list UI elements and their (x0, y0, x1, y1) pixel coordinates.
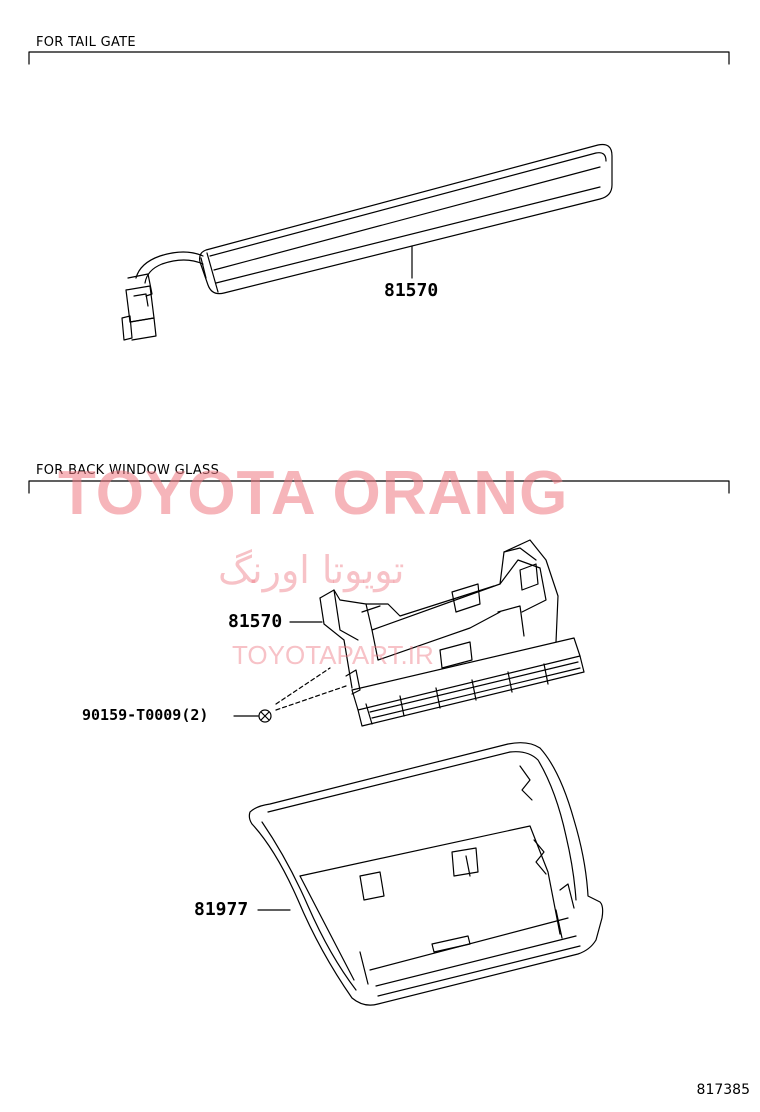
part-number-81570-back-window: 81570 (228, 611, 283, 632)
diagram-reference-number: 817385 (696, 1082, 750, 1098)
section-label-tail-gate: FOR TAIL GATE (36, 35, 136, 50)
watermark-url: TOYOTAPART.IR (232, 640, 434, 670)
part-number-81977: 81977 (194, 899, 249, 920)
lamp-connector (121, 273, 157, 341)
lamp-lens-strip (351, 637, 585, 727)
lamp-cover (248, 742, 604, 1006)
screw-installation-dashed-line (275, 667, 347, 711)
part-number-90159: 90159-T0009(2) (82, 706, 209, 724)
watermark-logo-text: TOYOTA ORANG (58, 459, 569, 528)
lamp-wire-harness (135, 251, 204, 284)
part-number-81570-tail-gate: 81570 (384, 280, 439, 301)
section-label-back-window-glass: FOR BACK WINDOW GLASS (36, 463, 220, 478)
high-mount-stop-lamp-bar (199, 143, 613, 295)
screw (258, 709, 272, 723)
high-mount-stop-lamp-housing (319, 539, 559, 695)
section-bracket-tail-gate (28, 51, 730, 65)
watermark-farsi-text: تویوتا اورنگ (218, 548, 405, 592)
section-bracket-back-window (28, 480, 730, 494)
